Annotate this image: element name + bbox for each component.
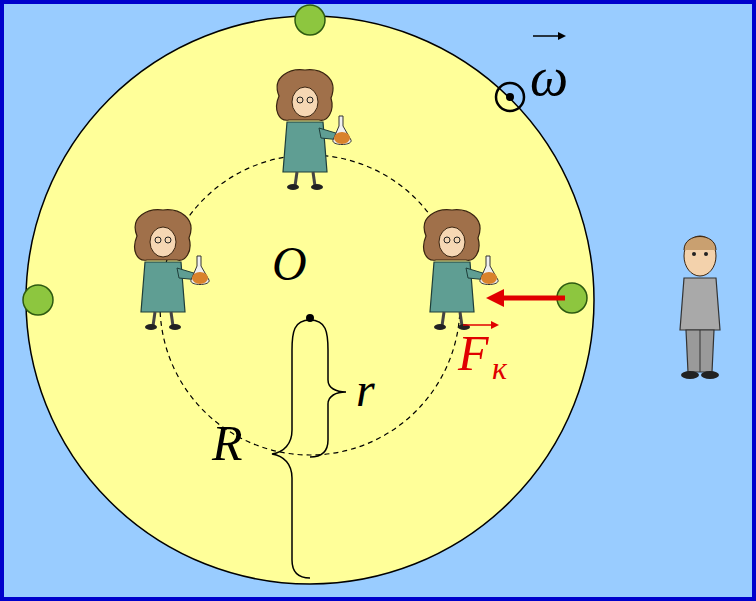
- force-subscript: к: [492, 352, 507, 384]
- radius-label: r: [356, 366, 375, 414]
- center-label: O: [272, 240, 307, 288]
- disc-radius-label: R: [212, 418, 243, 468]
- omega-symbol: ω: [530, 50, 568, 104]
- force-label: F: [458, 328, 489, 378]
